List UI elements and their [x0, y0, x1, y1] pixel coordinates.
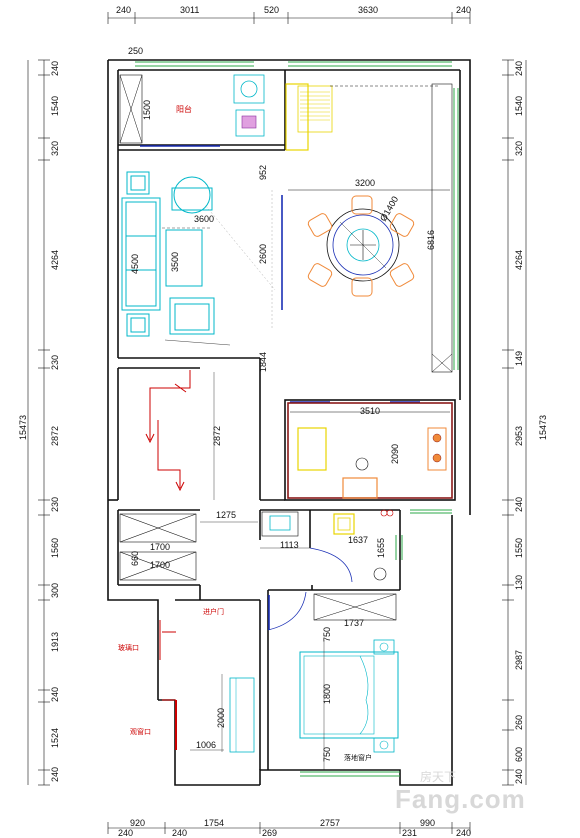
dim-left-7: 230: [50, 497, 60, 512]
dim-750-b: 750: [322, 747, 332, 762]
dim-3510: 3510: [360, 406, 380, 416]
dim-right-9: 130: [514, 575, 524, 590]
dim-left-12: 1524: [50, 728, 60, 748]
right-cabinet: [431, 83, 453, 373]
dim-left-8: 1560: [50, 538, 60, 558]
dim-bottom-1: 920: [130, 818, 145, 828]
dim-right-6: 2953: [514, 426, 524, 446]
dim-3500: 3500: [170, 252, 180, 272]
dim-4500: 4500: [130, 254, 140, 274]
walls: [107, 59, 471, 786]
dim-1700-b: 1700: [150, 560, 170, 570]
label-window-left-1: 玻璃口: [118, 643, 139, 652]
dim-660: 660: [130, 551, 140, 566]
corridor-arrows: [145, 370, 191, 492]
dim-right-2: 1540: [514, 96, 524, 116]
dim-bottom-6: 240: [172, 828, 187, 838]
dim-top-5: 240: [456, 5, 471, 15]
dim-2600: 2600: [258, 244, 268, 264]
dim-left-4: 4264: [50, 250, 60, 270]
label-bay-window: 落地窗户: [344, 753, 372, 762]
dim-bottom-2: 1754: [204, 818, 224, 828]
dim-2872: 2872: [212, 426, 222, 446]
dim-right-8: 1550: [514, 538, 524, 558]
dim-left-5: 230: [50, 355, 60, 370]
left-dims: 240 1540 320 4264 230 2872 230 1560 300 …: [18, 61, 60, 782]
watermark-brand: 房天下: [420, 769, 456, 784]
dim-left-total: 15473: [18, 415, 28, 440]
dim-bottom-5: 240: [118, 828, 133, 838]
bedroom-left: [159, 620, 255, 753]
dim-250: 250: [128, 46, 143, 56]
doors: [140, 145, 420, 630]
dim-3600: 3600: [194, 214, 214, 224]
bedroom-right: [299, 593, 399, 770]
dim-1006: 1006: [196, 740, 216, 750]
dimension-lines: [27, 12, 527, 834]
dim-top-2: 3011: [180, 5, 199, 15]
dim-left-1: 240: [50, 61, 60, 76]
dim-left-6: 2872: [50, 426, 60, 446]
dim-left-9: 300: [50, 583, 60, 598]
balcony-label: 阳台: [176, 104, 192, 114]
dim-2090: 2090: [390, 444, 400, 464]
dim-1700-a: 1700: [150, 542, 170, 552]
dim-right-total: 15473: [538, 415, 548, 440]
watermark: 房天下 Fang.com: [395, 769, 526, 814]
balcony: [119, 74, 440, 151]
dim-bottom-9: 240: [456, 828, 471, 838]
dim-bottom-4: 990: [420, 818, 435, 828]
dim-top-1: 240: [116, 5, 131, 15]
dim-left-2: 1540: [50, 96, 60, 116]
dining-area: [326, 208, 400, 282]
dim-bottom-7: 269: [262, 828, 277, 838]
windows: [135, 61, 459, 777]
dim-right-10: 2987: [514, 650, 524, 670]
bathroom: [261, 509, 394, 581]
dim-right-5: 149: [514, 351, 524, 366]
dim-750-a: 750: [322, 627, 332, 642]
dim-right-11: 260: [514, 715, 524, 730]
dim-right-13: 240: [514, 769, 524, 784]
door-swing-bedroom: [267, 591, 307, 631]
dim-6816: 6816: [426, 230, 436, 250]
label-window-left-2: 观窗口: [130, 727, 151, 736]
living-room: [121, 171, 276, 346]
dim-right-3: 320: [514, 141, 524, 156]
dim-right-1: 240: [514, 61, 524, 76]
dim-1844: 1844: [258, 352, 268, 372]
dim-1500: 1500: [142, 100, 152, 120]
dim-1400: Ø1400: [378, 195, 400, 223]
dim-top-4: 3630: [358, 5, 378, 15]
door-swing-entrance: [309, 547, 353, 583]
dim-left-10: 1913: [50, 632, 60, 652]
watermark-site: Fang.com: [395, 784, 526, 814]
dim-bottom-8: 231: [402, 828, 417, 838]
dim-1275: 1275: [216, 510, 236, 520]
dining-chairs: [307, 195, 415, 297]
dim-right-12: 600: [514, 747, 524, 762]
dim-right-4: 4264: [514, 250, 524, 270]
closets-left: [119, 513, 197, 581]
dim-1737: 1737: [344, 618, 364, 628]
right-dims: 240 1540 320 4264 149 2953 240 1550 130 …: [514, 61, 548, 784]
dim-right-7: 240: [514, 497, 524, 512]
dim-left-13: 240: [50, 767, 60, 782]
dim-3200: 3200: [355, 178, 375, 188]
dim-1113: 1113: [280, 540, 299, 550]
dim-1637: 1637: [348, 535, 368, 545]
dim-left-3: 320: [50, 141, 60, 156]
kitchen: [287, 402, 453, 499]
dim-bottom-3: 2757: [320, 818, 340, 828]
dim-top-3: 520: [264, 5, 279, 15]
label-entrance: 进户门: [203, 607, 224, 616]
dim-952: 952: [258, 165, 268, 180]
dim-1800: 1800: [322, 684, 332, 704]
dim-left-11: 240: [50, 687, 60, 702]
dim-2000: 2000: [216, 708, 226, 728]
dim-1655: 1655: [376, 538, 386, 558]
